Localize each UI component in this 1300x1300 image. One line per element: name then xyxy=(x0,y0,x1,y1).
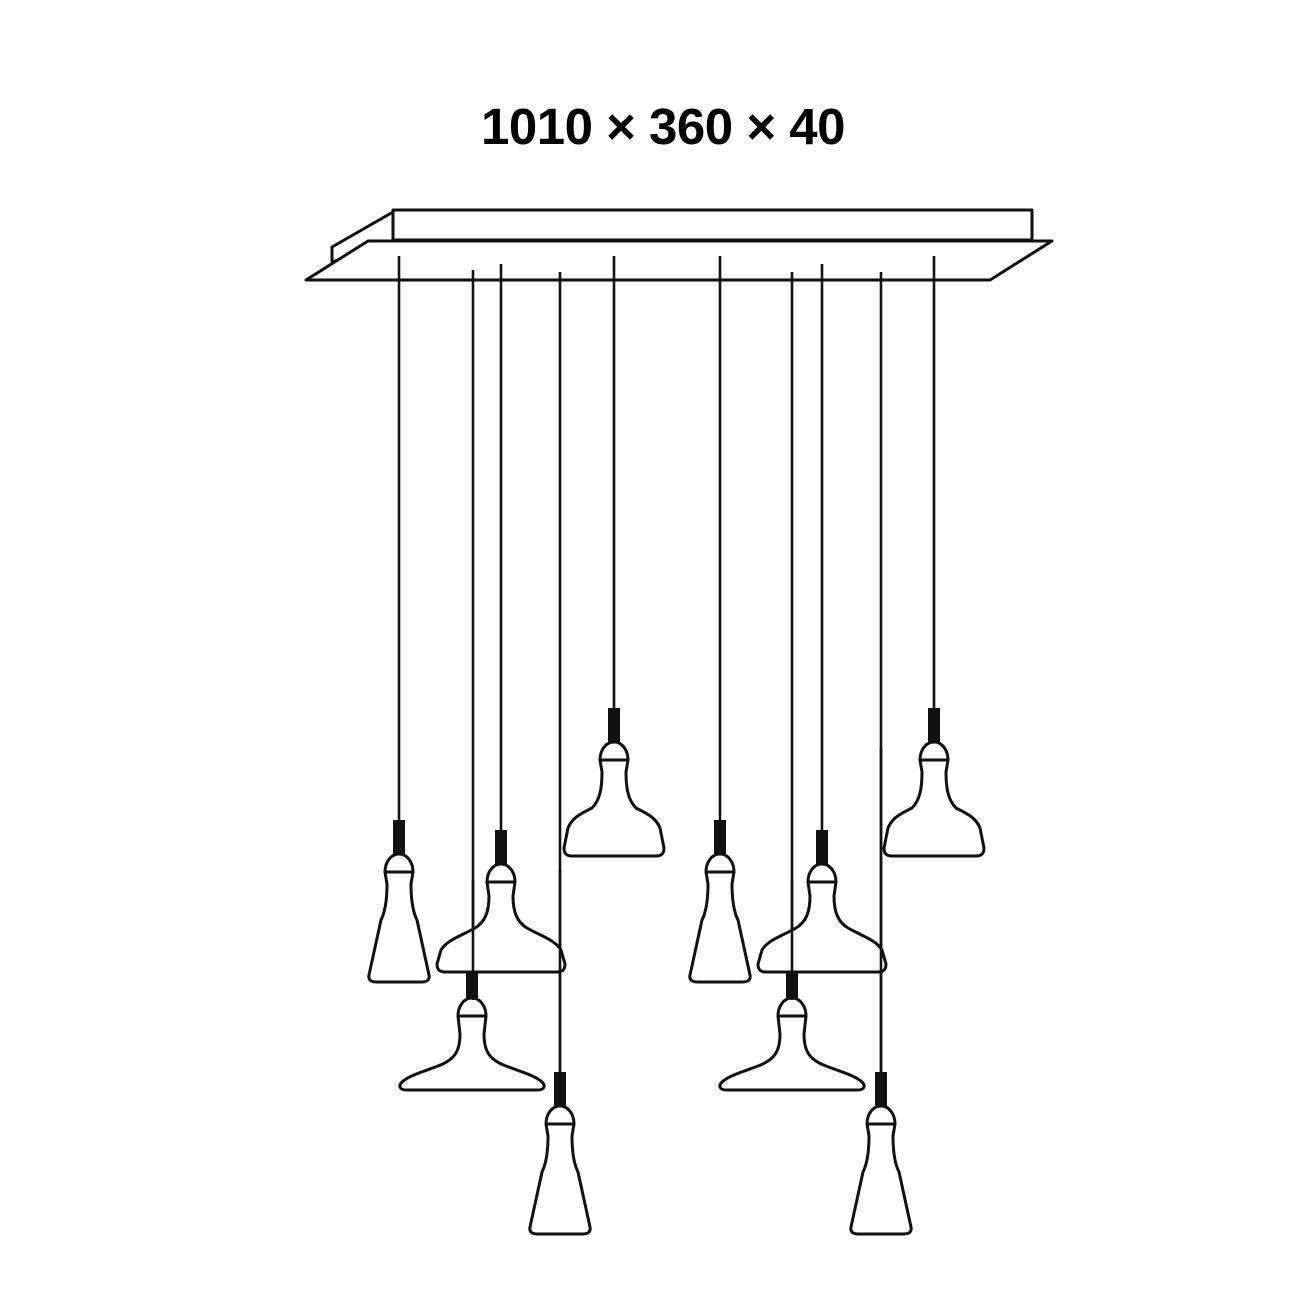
medium-shade-left xyxy=(562,706,666,858)
narrow-shade-bottom-left xyxy=(528,1070,592,1236)
foreground-cables xyxy=(471,748,883,1082)
wide-shade-right xyxy=(756,828,888,974)
narrow-shade-bottom-right xyxy=(849,1070,913,1236)
medium-shade-right xyxy=(882,706,986,858)
narrow-shade-left xyxy=(367,818,431,984)
narrow-shade-center xyxy=(688,818,752,984)
pendant-shades xyxy=(367,706,986,1236)
ceiling-canopy xyxy=(304,208,1054,282)
wide-shade-left xyxy=(435,828,567,974)
dimension-label: 1010 × 360 × 40 xyxy=(480,98,846,155)
